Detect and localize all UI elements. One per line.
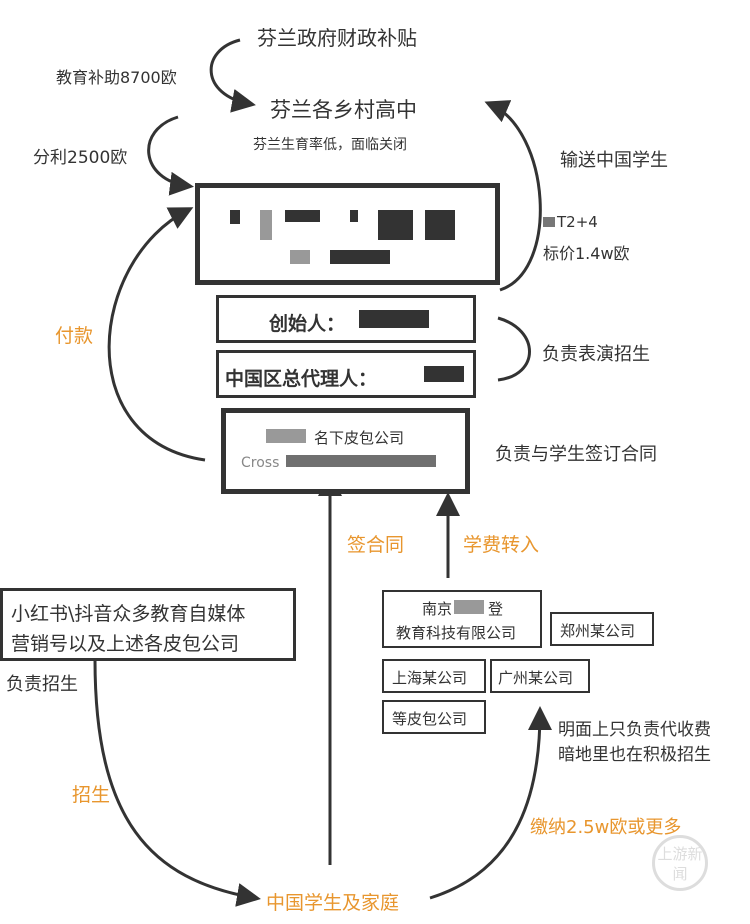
company-zhengzhou: 郑州某公司 [550,612,654,646]
arrow-profit [147,115,194,196]
contract-note: 负责与学生签订合同 [495,444,657,465]
company-shanghai: 上海某公司 [382,659,486,693]
arrow-payment [107,207,206,462]
others-text: 等皮包公司 [392,710,468,728]
gov-subsidy: 芬兰政府财政补贴 [257,26,417,50]
roles-note: 负责表演招生 [542,344,650,365]
founder-label: 创始人： [269,313,346,335]
media-role: 负责招生 [6,674,78,695]
sign-contract-label: 签合同 [347,534,405,556]
main-box-note-2: 标价1.4w欧 [543,244,630,263]
watermark-logo: 上游新闻 [652,835,708,891]
guangzhou-text: 广州某公司 [498,669,574,687]
founder-box: 创始人： [216,295,476,343]
media-line-2: 营销号以及上述各皮包公司 [11,633,240,655]
arrow-subsidy [209,38,256,113]
arrow-recruit [93,659,261,907]
families-label: 中国学生及家庭 [266,892,400,914]
zhengzhou-text: 郑州某公司 [560,622,636,640]
finnish-schools: 芬兰各乡村高中 [270,98,417,122]
nanjing-text-3: 教育科技有限公司 [396,624,517,642]
shell-company-box: 名下皮包公司 Cross [221,408,470,494]
profit-share-label: 分利2500欧 [33,148,128,168]
main-company-box [195,183,500,285]
nanjing-text-1: 南京 [422,600,453,618]
agent-box: 中国区总代理人： [216,350,476,398]
schools-note: 芬兰生育率低，面临关闭 [253,137,407,153]
company-others: 等皮包公司 [382,700,486,734]
arrow-pay [429,706,552,900]
send-students-label: 输送中国学生 [560,150,668,171]
pay-amount-label: 缴纳2.5w欧或更多 [530,817,682,838]
recruit-label: 招生 [72,784,111,806]
companies-note-2: 暗地里也在积极招生 [558,745,711,765]
shell-line-2: Cross [241,455,280,471]
agent-label: 中国区总代理人： [225,368,378,390]
tuition-transfer-label: 学费转入 [463,534,540,556]
shanghai-text: 上海某公司 [392,669,468,687]
arrow-send [484,100,542,292]
media-line-1: 小红书\抖音众多教育自媒体 [11,603,246,625]
main-box-note-1: T2+4 [543,213,598,231]
company-nanjing: 南京 登 教育科技有限公司 [382,590,542,648]
edu-subsidy-label: 教育补助8700欧 [56,68,177,87]
companies-note-1: 明面上只负责代收费 [558,720,711,740]
shell-line-1: 名下皮包公司 [314,429,405,447]
bracket-roles [497,316,531,382]
payment-label: 付款 [55,325,94,347]
nanjing-text-2: 登 [488,600,504,618]
media-box: 小红书\抖音众多教育自媒体 营销号以及上述各皮包公司 [0,588,296,661]
company-guangzhou: 广州某公司 [490,659,590,693]
